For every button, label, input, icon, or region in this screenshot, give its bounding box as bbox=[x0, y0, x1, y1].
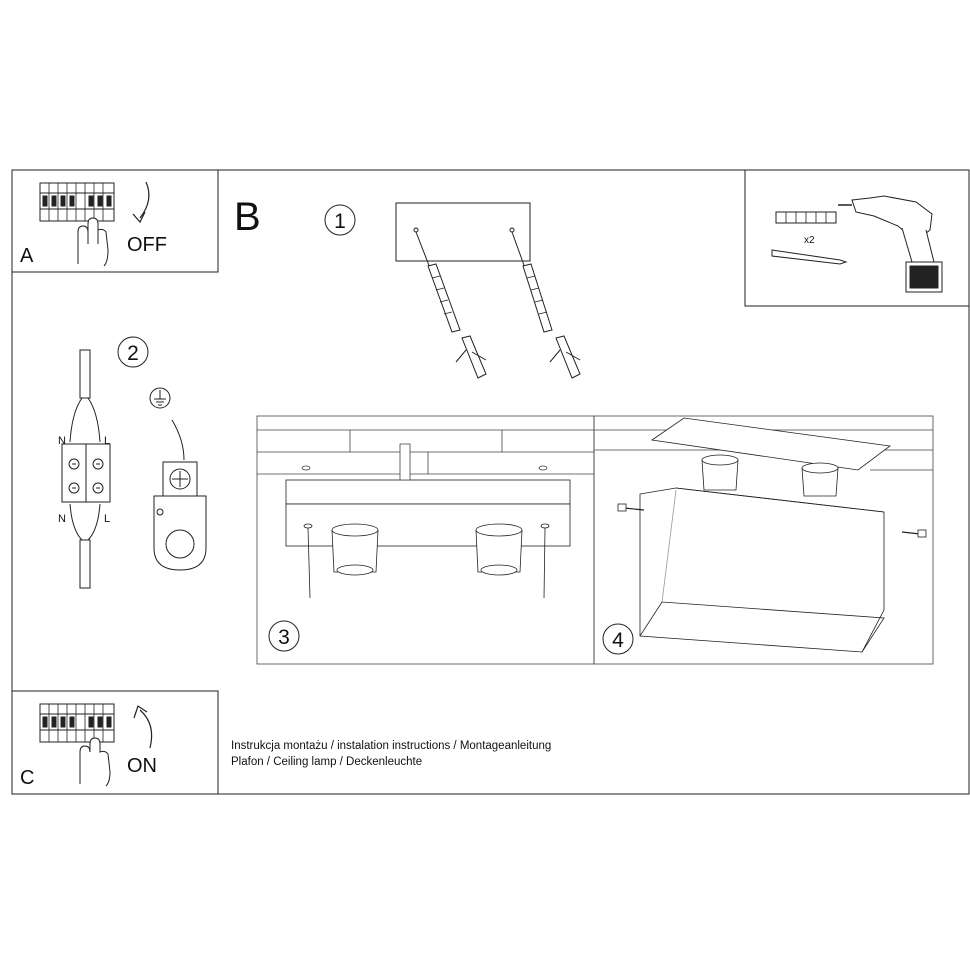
tools-box bbox=[744, 169, 970, 307]
terminal-block-illustration bbox=[61, 349, 111, 589]
outer-frame bbox=[11, 169, 970, 795]
ceiling-drilling-illustration bbox=[395, 202, 581, 379]
drill-icon bbox=[838, 195, 943, 293]
dowel-count: x2 bbox=[804, 235, 815, 246]
panel-a-box bbox=[11, 169, 219, 273]
step-3-illustration bbox=[256, 415, 595, 665]
step-1-circle bbox=[324, 204, 356, 236]
tools-illustration bbox=[771, 195, 943, 293]
step-1-number: 1 bbox=[334, 210, 346, 233]
wire-l-bottom: L bbox=[104, 513, 110, 525]
step-4-circle bbox=[602, 623, 634, 655]
on-label: ON bbox=[127, 755, 157, 777]
panel-a-letter: A bbox=[20, 245, 34, 267]
step-4-number: 4 bbox=[612, 629, 624, 652]
screw-icon bbox=[771, 249, 848, 265]
step-4-illustration bbox=[593, 415, 934, 665]
caption-line-1: Instrukcja montażu / instalation instruc… bbox=[231, 740, 552, 752]
step-2-number: 2 bbox=[127, 342, 139, 365]
breaker-off-illustration bbox=[39, 181, 150, 267]
wire-n-bottom: N bbox=[58, 513, 66, 525]
breaker-on-illustration bbox=[39, 703, 153, 787]
caption-line-2: Plafon / Ceiling lamp / Deckenleuchte bbox=[231, 756, 423, 768]
ground-connector-illustration bbox=[149, 387, 207, 571]
step-2-circle bbox=[117, 336, 149, 368]
step-3-circle bbox=[268, 620, 300, 652]
step-3-number: 3 bbox=[278, 626, 290, 649]
off-label: OFF bbox=[127, 234, 167, 256]
panel-c-letter: C bbox=[20, 767, 34, 789]
wire-n-top: N bbox=[58, 435, 66, 447]
wire-l-top: L bbox=[104, 435, 110, 447]
panel-c-box bbox=[11, 690, 219, 795]
panel-b-letter: B bbox=[234, 195, 261, 239]
